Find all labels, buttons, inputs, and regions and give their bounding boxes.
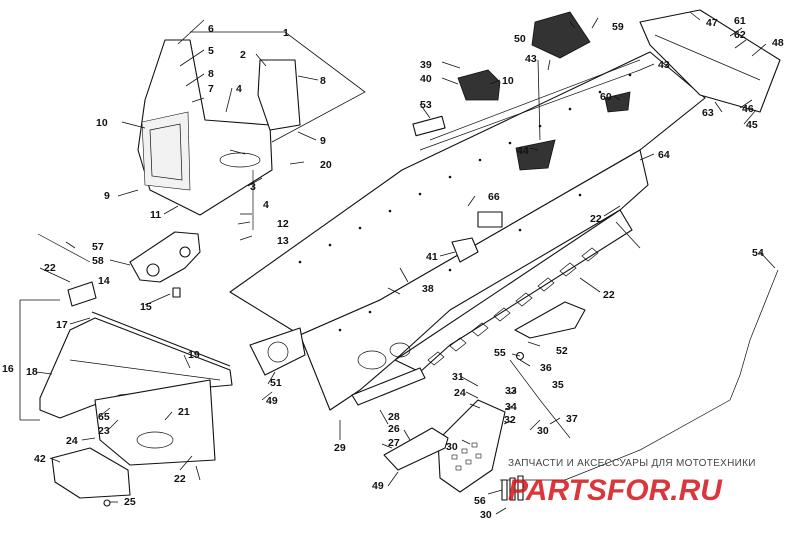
callout-31: 31 xyxy=(452,371,464,383)
callout-labels: 1 2 3 4 4 5 6 7 8 8 9 9 10 10 11 12 13 1… xyxy=(2,15,784,521)
callout-47: 47 xyxy=(706,17,718,29)
callout-64: 64 xyxy=(658,149,670,161)
tunnel-assembly xyxy=(229,51,706,411)
callout-38: 38 xyxy=(422,283,434,295)
watermark-logo: PARTSFOR.RU xyxy=(508,474,723,507)
callout-32: 32 xyxy=(504,414,516,426)
callout-54: 54 xyxy=(752,247,764,259)
callout-59: 59 xyxy=(612,21,624,33)
small-parts xyxy=(37,9,781,507)
callout-26: 26 xyxy=(388,423,400,435)
callout-15: 15 xyxy=(140,301,152,313)
callout-24: 24 xyxy=(454,387,466,399)
callout-22: 22 xyxy=(590,213,602,225)
callout-30: 30 xyxy=(537,425,549,437)
callout-52: 52 xyxy=(556,345,568,357)
callout-49: 49 xyxy=(372,480,384,492)
callout-12: 12 xyxy=(277,218,289,230)
callout-10: 10 xyxy=(96,117,108,129)
assembly-bracket-1 xyxy=(190,31,366,143)
callout-27: 27 xyxy=(388,437,400,449)
callout-49: 49 xyxy=(266,395,278,407)
callout-62: 62 xyxy=(734,29,746,41)
callout-50: 50 xyxy=(514,33,526,45)
callout-18: 18 xyxy=(26,366,38,378)
callout-10: 10 xyxy=(502,75,514,87)
callout-48: 48 xyxy=(772,37,784,49)
callout-46: 46 xyxy=(742,103,754,115)
callout-8: 8 xyxy=(208,68,214,80)
callout-37: 37 xyxy=(566,413,578,425)
callout-51: 51 xyxy=(270,377,282,389)
callout-63: 63 xyxy=(702,107,714,119)
callout-28: 28 xyxy=(388,411,400,423)
callout-22: 22 xyxy=(603,289,615,301)
callout-60: 60 xyxy=(600,91,612,103)
callout-3: 3 xyxy=(250,181,256,193)
callout-14: 14 xyxy=(98,275,110,287)
callout-39: 39 xyxy=(420,59,432,71)
callout-36: 36 xyxy=(540,362,552,374)
leader-lines xyxy=(35,11,776,515)
callout-35: 35 xyxy=(552,379,564,391)
callout-65: 65 xyxy=(98,411,110,423)
callout-1: 1 xyxy=(283,27,289,39)
callout-7: 7 xyxy=(208,83,214,95)
callout-9: 9 xyxy=(104,190,110,202)
callout-17: 17 xyxy=(56,319,68,331)
callout-43: 43 xyxy=(525,53,537,65)
callout-57: 57 xyxy=(92,241,104,253)
callout-25: 25 xyxy=(124,496,136,508)
callout-16: 16 xyxy=(2,363,14,375)
callout-2: 2 xyxy=(240,49,246,61)
callout-30: 30 xyxy=(480,509,492,521)
callout-13: 13 xyxy=(277,235,289,247)
callout-33: 33 xyxy=(505,385,517,397)
callout-30: 30 xyxy=(446,441,458,453)
callout-23: 23 xyxy=(98,425,110,437)
callout-4: 4 xyxy=(263,199,269,211)
callout-19: 19 xyxy=(188,349,200,361)
callout-58: 58 xyxy=(92,255,104,267)
callout-5: 5 xyxy=(208,45,214,57)
callout-22: 22 xyxy=(174,473,186,485)
callout-6: 6 xyxy=(208,23,214,35)
callout-61: 61 xyxy=(734,15,746,27)
callout-41: 41 xyxy=(426,251,438,263)
callout-34: 34 xyxy=(505,401,517,413)
callout-53: 53 xyxy=(420,99,432,111)
footrest-cutouts xyxy=(427,247,599,366)
callout-8: 8 xyxy=(320,75,326,87)
callout-20: 20 xyxy=(320,159,332,171)
callout-9: 9 xyxy=(320,135,326,147)
callout-55: 55 xyxy=(494,347,506,359)
callout-44: 44 xyxy=(517,145,529,157)
callout-66: 66 xyxy=(488,191,500,203)
callout-42: 42 xyxy=(34,453,46,465)
callout-40: 40 xyxy=(420,73,432,85)
callout-56: 56 xyxy=(474,495,486,507)
front-bulkhead xyxy=(137,39,301,216)
callout-11: 11 xyxy=(150,209,161,221)
callout-29: 29 xyxy=(334,442,346,454)
callout-24: 24 xyxy=(66,435,78,447)
assembly-bracket-16 xyxy=(19,299,60,421)
watermark-caption: ЗАПЧАСТИ И АКСЕССУАРЫ ДЛЯ МОТОТЕХНИКИ xyxy=(508,458,756,469)
callout-45: 45 xyxy=(746,119,758,131)
callout-22: 22 xyxy=(44,262,56,274)
watermark: ЗАПЧАСТИ И АКСЕССУАРЫ ДЛЯ МОТОТЕХНИКИ PA… xyxy=(508,458,756,507)
callout-4: 4 xyxy=(236,83,242,95)
callout-21: 21 xyxy=(178,406,190,418)
callout-43: 43 xyxy=(658,59,670,71)
